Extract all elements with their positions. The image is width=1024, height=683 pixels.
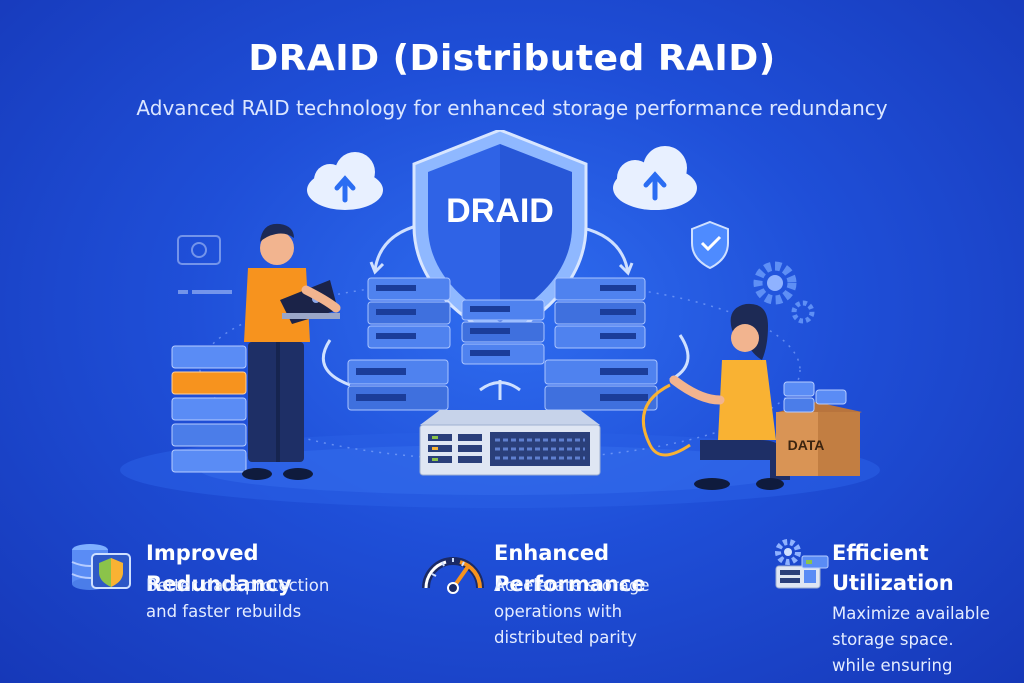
server-rack-center xyxy=(461,299,545,365)
server-rack-top-left xyxy=(367,277,451,349)
draid-illustration: DRAID xyxy=(120,130,880,508)
feature-title: Improved Redundancy xyxy=(146,541,292,596)
feature-desc-line: distributed parity xyxy=(494,628,637,647)
feature-desc-line: operations with xyxy=(494,602,623,621)
feature-desc-line: Accelerate storage xyxy=(494,576,650,595)
database-shield-icon xyxy=(71,544,131,590)
feature-title-line: Utilization xyxy=(832,571,954,595)
shield-check-icon xyxy=(691,220,729,270)
page-subtitle: Advanced RAID technology for enhanced st… xyxy=(136,96,888,120)
feature-title: Enhanced Performance xyxy=(494,541,646,596)
storage-appliance xyxy=(419,410,601,476)
server-rack-bottom-right xyxy=(544,359,658,411)
feature-desc-line: Better data protection xyxy=(146,576,330,595)
cloud-upload-icon-left xyxy=(307,152,383,210)
draid-shield: DRAID xyxy=(412,130,588,340)
server-rack-bottom-left xyxy=(347,359,449,411)
speedometer-icon xyxy=(422,557,484,594)
disk-stack-left xyxy=(171,345,247,473)
feature-desc-line: and faster rebuilds xyxy=(146,602,302,621)
feature-desc-line: while ensuring xyxy=(832,656,953,675)
page-title: DRAID (Distributed RAID) xyxy=(248,38,776,79)
feature-desc-line: storage space. xyxy=(832,630,954,649)
feature-title-line: Efficient xyxy=(832,541,929,565)
camera-icon xyxy=(177,235,221,265)
gear-icon xyxy=(753,261,815,324)
woman-connecting-cable xyxy=(641,303,790,490)
cloud-upload-icon-right xyxy=(613,146,697,210)
menu-lines-icon xyxy=(178,290,232,294)
server-gear-icon xyxy=(775,539,829,589)
man-with-laptop xyxy=(242,223,341,480)
server-rack-top-right xyxy=(554,277,646,349)
feature-desc-line: Maximize available xyxy=(832,604,990,623)
data-box: DATA xyxy=(776,381,862,476)
shield-label: DRAID xyxy=(446,192,554,230)
data-box-label: DATA xyxy=(788,437,825,453)
